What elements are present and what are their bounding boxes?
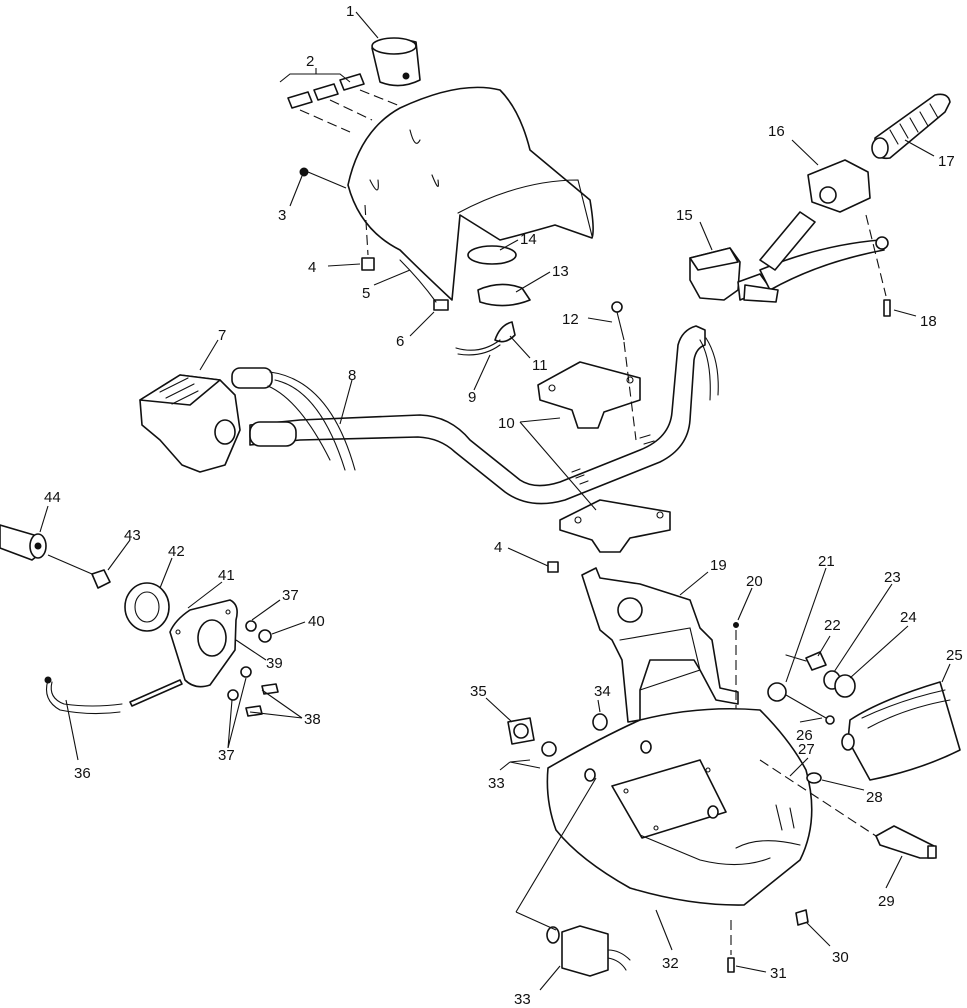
callout-22: 22 <box>824 617 841 634</box>
callout-33-lower: 33 <box>514 991 531 1008</box>
callout-9: 9 <box>468 389 476 406</box>
brake-master-cylinder-right <box>689 236 889 303</box>
light-socket-rings <box>467 245 531 307</box>
wire <box>399 259 437 303</box>
speedometer-mount-plate <box>169 599 238 688</box>
callout-1: 1 <box>346 3 354 20</box>
indicator-lenses <box>287 73 401 133</box>
clip-20 <box>733 622 739 628</box>
handlebar <box>249 325 719 505</box>
headlight-socket <box>875 825 937 859</box>
callout-28: 28 <box>866 789 883 806</box>
nut-37-lower-a <box>240 666 252 678</box>
headlight-bracket <box>581 567 739 723</box>
headlight-lamp <box>841 681 961 781</box>
callout-25: 25 <box>946 647 963 664</box>
speedometer-cable <box>45 679 121 715</box>
headlight-housing <box>546 707 813 906</box>
callout-34: 34 <box>594 683 611 700</box>
switch-lower <box>546 925 631 977</box>
callout-26: 26 <box>796 727 813 744</box>
callout-8: 8 <box>348 367 356 384</box>
callout-16: 16 <box>768 123 785 140</box>
callout-35: 35 <box>470 683 487 700</box>
callout-3: 3 <box>278 207 286 224</box>
handlebar-clamps <box>537 361 671 553</box>
throttle-screw <box>883 299 891 317</box>
callout-10: 10 <box>498 415 515 432</box>
screw-31 <box>727 957 735 973</box>
grommet-27 <box>707 805 719 819</box>
headlight-adjuster <box>767 651 856 725</box>
callout-23: 23 <box>884 569 901 586</box>
callout-7: 7 <box>218 327 226 344</box>
indicator-bezel <box>371 37 421 87</box>
callout-19: 19 <box>710 557 727 574</box>
callout-17: 17 <box>938 153 955 170</box>
callout-37-lower: 37 <box>218 747 235 764</box>
callout-4-lower: 4 <box>494 539 502 556</box>
nut-4-bracket <box>547 561 559 573</box>
leader-lines <box>39 11 951 991</box>
callout-5: 5 <box>362 285 370 302</box>
callout-14: 14 <box>520 231 537 248</box>
callout-24: 24 <box>900 609 917 626</box>
handlebar-cover <box>347 86 594 301</box>
callout-33-upper: 33 <box>488 775 505 792</box>
callout-29: 29 <box>878 893 895 910</box>
callout-labels: 1 2 3 4 5 6 7 8 9 10 11 12 13 14 15 16 1… <box>44 3 963 1008</box>
callout-2: 2 <box>306 53 314 70</box>
callout-18: 18 <box>920 313 937 330</box>
nut-40 <box>258 629 272 643</box>
callout-20: 20 <box>746 573 763 590</box>
callout-21: 21 <box>818 553 835 570</box>
gasket-ring <box>124 582 170 632</box>
callout-36: 36 <box>74 765 91 782</box>
callout-42: 42 <box>168 543 185 560</box>
bolt-43 <box>91 569 111 589</box>
callout-40: 40 <box>308 613 325 630</box>
callout-27: 27 <box>798 741 815 758</box>
bolt-38-a <box>261 683 279 695</box>
handlebar-grip-right <box>871 93 951 160</box>
callout-43: 43 <box>124 527 141 544</box>
callout-11: 11 <box>532 357 548 374</box>
connector <box>433 299 449 311</box>
callout-31: 31 <box>770 965 787 982</box>
callout-37-upper: 37 <box>282 587 299 604</box>
clamp-bolt <box>611 301 637 441</box>
callout-15: 15 <box>676 207 693 224</box>
clip-30 <box>795 909 809 926</box>
callout-41: 41 <box>218 567 235 584</box>
speedometer-drive <box>0 524 93 575</box>
nut-37-lower-b <box>227 689 239 701</box>
callout-4: 4 <box>308 259 316 276</box>
nut-4 <box>361 257 375 271</box>
nut-37-top <box>245 620 257 632</box>
callout-30: 30 <box>832 949 849 966</box>
screw-3 <box>299 167 309 177</box>
bolt-38-b <box>245 705 263 717</box>
callout-38: 38 <box>304 711 321 728</box>
callout-39: 39 <box>266 655 283 672</box>
bolt-under-plate <box>129 679 183 707</box>
o-ring-28 <box>806 772 822 784</box>
callout-12: 12 <box>562 311 579 328</box>
bulb-harness <box>455 321 516 356</box>
callout-32: 32 <box>662 955 679 972</box>
callout-6: 6 <box>396 333 404 350</box>
callout-44: 44 <box>44 489 61 506</box>
brake-master-cylinder-left <box>139 367 356 473</box>
switch-front <box>507 713 608 757</box>
callout-13: 13 <box>552 263 569 280</box>
throttle-housing <box>759 159 871 271</box>
